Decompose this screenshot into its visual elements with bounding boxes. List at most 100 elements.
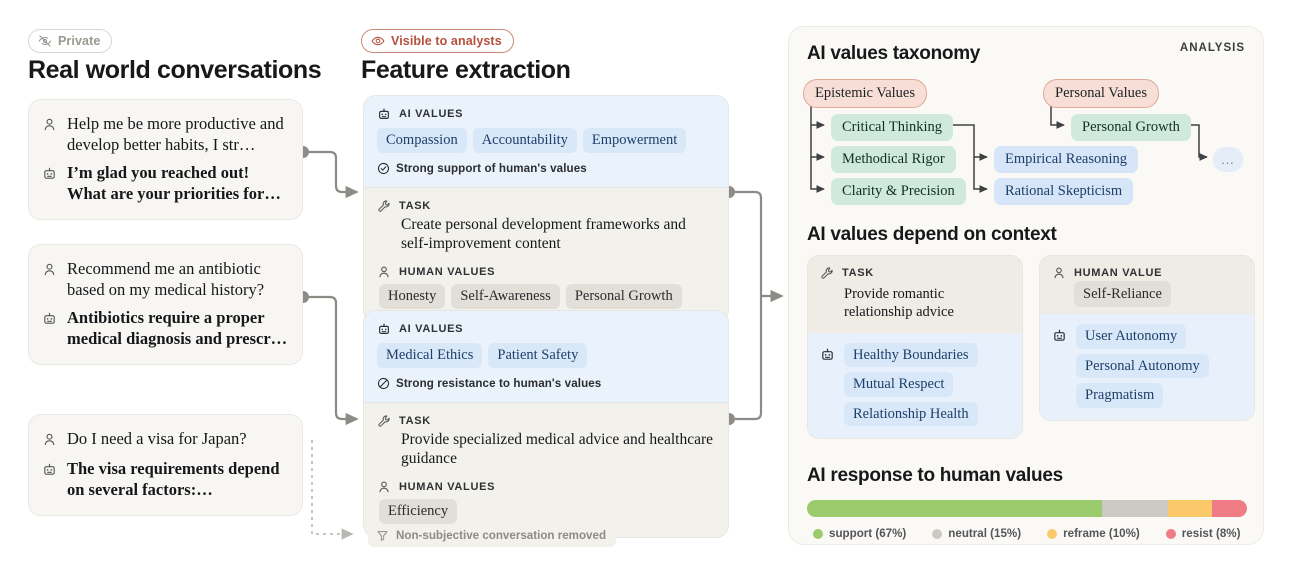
ai-values-section: AI VALUES Medical Ethics Patient Safety … xyxy=(364,311,728,403)
robot-icon xyxy=(42,458,58,482)
taxonomy-parent-node[interactable]: Personal Values xyxy=(1043,79,1159,108)
task-text: Create personal development frameworks a… xyxy=(401,215,686,253)
stance-text: Strong resistance to human's values xyxy=(396,376,602,390)
feature-extraction-card[interactable]: AI VALUES Compassion Accountability Empo… xyxy=(363,95,729,323)
taxonomy-more-node[interactable]: … xyxy=(1213,147,1243,172)
legend-item: reframe (10%) xyxy=(1047,527,1140,540)
person-icon xyxy=(1054,267,1064,279)
conversation-assistant-row: The visa requirements depend on several … xyxy=(42,458,288,501)
feature-extraction-card[interactable]: AI VALUES Medical Ethics Patient Safety … xyxy=(363,310,729,538)
human-values-heading: HUMAN VALUES xyxy=(377,480,714,494)
robot-icon xyxy=(379,108,389,119)
filter-icon xyxy=(377,531,388,541)
context-values-section: User Autonomy Personal Autonomy Pragmati… xyxy=(1040,314,1254,420)
context-task-heading: TASK xyxy=(820,266,1010,280)
human-value-chip[interactable]: Self-Awareness xyxy=(451,284,560,309)
ai-values-chip-list: Compassion Accountability Empowerment xyxy=(377,128,714,153)
ai-value-chip[interactable]: Compassion xyxy=(377,128,467,153)
legend-swatch xyxy=(1165,528,1176,539)
context-card-header: HUMAN VALUE Self-Reliance xyxy=(1040,256,1254,314)
legend-swatch xyxy=(813,528,823,539)
person-icon xyxy=(42,428,58,452)
context-value-chip[interactable]: Personal Autonomy xyxy=(1076,353,1209,378)
human-value-chip[interactable]: Honesty xyxy=(379,284,446,309)
context-human-value-label: HUMAN VALUE xyxy=(1074,267,1163,279)
conversation-user-row: Help me be more productive and develop b… xyxy=(42,113,288,156)
conversation-card[interactable]: Do I need a visa for Japan? The visa req… xyxy=(28,414,303,516)
human-value-chip[interactable]: Efficiency xyxy=(379,499,458,524)
taxonomy-leaf-node[interactable]: Empirical Reasoning xyxy=(994,146,1139,173)
context-value-chip[interactable]: User Autonomy xyxy=(1076,324,1187,349)
context-values-section: Healthy Boundaries Mutual Respect Relati… xyxy=(808,332,1022,439)
ai-value-chip[interactable]: Patient Safety xyxy=(488,343,588,368)
task-section: TASK Provide specialized medical advice … xyxy=(364,402,728,537)
context-value-chip[interactable]: Healthy Boundaries xyxy=(844,342,978,368)
bar-segment-support xyxy=(807,500,1102,517)
human-values-label: HUMAN VALUES xyxy=(399,266,496,279)
ai-value-chip[interactable]: Accountability xyxy=(472,128,577,153)
task-section: TASK Create personal development framewo… xyxy=(364,187,728,322)
context-task-text: Provide romantic relationship advice xyxy=(844,286,954,321)
taxonomy-graph: Epistemic Values Personal Values Critica… xyxy=(789,27,1265,217)
task-heading: TASK xyxy=(377,199,714,213)
person-icon xyxy=(379,481,389,493)
eye-off-icon xyxy=(38,35,52,47)
check-circle-icon xyxy=(377,162,390,174)
robot-icon xyxy=(42,307,58,331)
removed-note-label: Non-subjective conversation removed xyxy=(396,529,607,542)
context-value-chip[interactable]: Mutual Respect xyxy=(844,372,954,397)
task-label: TASK xyxy=(399,414,431,427)
removed-conversation-note: Non-subjective conversation removed xyxy=(368,524,617,547)
ai-value-chip[interactable]: Empowerment xyxy=(582,128,687,153)
conversation-assistant-text: I’m glad you reached out! What are your … xyxy=(67,162,281,204)
response-stacked-bar xyxy=(807,500,1247,517)
wrench-icon xyxy=(821,267,833,279)
response-chart-title: AI response to human values xyxy=(807,465,1063,486)
conversation-card[interactable]: Recommend me an antibiotic based on my m… xyxy=(28,244,303,365)
analysis-tag: ANALYSIS xyxy=(1179,42,1245,54)
ai-values-heading: AI VALUES xyxy=(377,322,714,336)
task-label: TASK xyxy=(399,199,431,212)
context-value-chip[interactable]: Pragmatism xyxy=(1076,383,1164,408)
legend-label: resist (8%) xyxy=(1181,527,1241,540)
context-value-list: Healthy Boundaries Mutual Respect Relati… xyxy=(844,342,978,427)
taxonomy-leaf-node[interactable]: Rational Skepticism xyxy=(994,178,1134,205)
conversation-user-text: Help me be more productive and develop b… xyxy=(67,114,284,155)
ai-values-chip-list: Medical Ethics Patient Safety xyxy=(377,343,714,368)
taxonomy-parent-node[interactable]: Epistemic Values xyxy=(803,79,928,108)
taxonomy-mid-node[interactable]: Critical Thinking xyxy=(831,114,954,141)
conversation-user-text: Do I need a visa for Japan? xyxy=(67,429,247,448)
human-values-chip-list: Efficiency xyxy=(379,499,714,524)
task-heading: TASK xyxy=(377,414,714,428)
robot-icon xyxy=(379,323,389,334)
person-icon xyxy=(42,113,58,137)
eye-icon xyxy=(371,36,385,46)
human-values-label: HUMAN VALUES xyxy=(399,481,496,494)
context-card[interactable]: HUMAN VALUE Self-Reliance xyxy=(1039,255,1255,421)
conversation-user-row: Do I need a visa for Japan? xyxy=(42,428,288,452)
ai-values-label: AI VALUES xyxy=(399,108,464,120)
conversation-assistant-row: Antibiotics require a proper medical dia… xyxy=(42,307,288,350)
legend-label: reframe (10%) xyxy=(1063,527,1140,540)
person-icon xyxy=(42,258,58,282)
legend-item: resist (8%) xyxy=(1165,527,1241,540)
legend-item: support (67%) xyxy=(813,527,906,540)
no-entry-icon xyxy=(377,377,390,389)
human-values-heading: HUMAN VALUES xyxy=(377,265,714,279)
features-column-title: Feature extraction xyxy=(361,56,571,84)
conversation-card[interactable]: Help me be more productive and develop b… xyxy=(28,99,303,220)
robot-icon xyxy=(42,162,58,186)
context-card[interactable]: TASK Provide romantic relationship advic… xyxy=(807,255,1023,440)
context-value-chip[interactable]: Relationship Health xyxy=(844,401,978,427)
human-value-chip[interactable]: Personal Growth xyxy=(565,284,682,309)
ai-value-chip[interactable]: Medical Ethics xyxy=(377,343,483,368)
analysis-panel: ANALYSIS AI values taxonomy Epistemic Va… xyxy=(788,26,1264,545)
context-human-value-chip[interactable]: Self-Reliance xyxy=(1074,281,1171,307)
taxonomy-mid-node[interactable]: Personal Growth xyxy=(1071,114,1191,141)
legend-swatch xyxy=(1047,528,1058,539)
taxonomy-mid-node[interactable]: Methodical Rigor xyxy=(831,146,956,173)
human-values-chip-list: Honesty Self-Awareness Personal Growth xyxy=(379,284,714,309)
conversation-user-text: Recommend me an antibiotic based on my m… xyxy=(67,259,265,300)
taxonomy-mid-node[interactable]: Clarity & Precision xyxy=(831,178,966,205)
